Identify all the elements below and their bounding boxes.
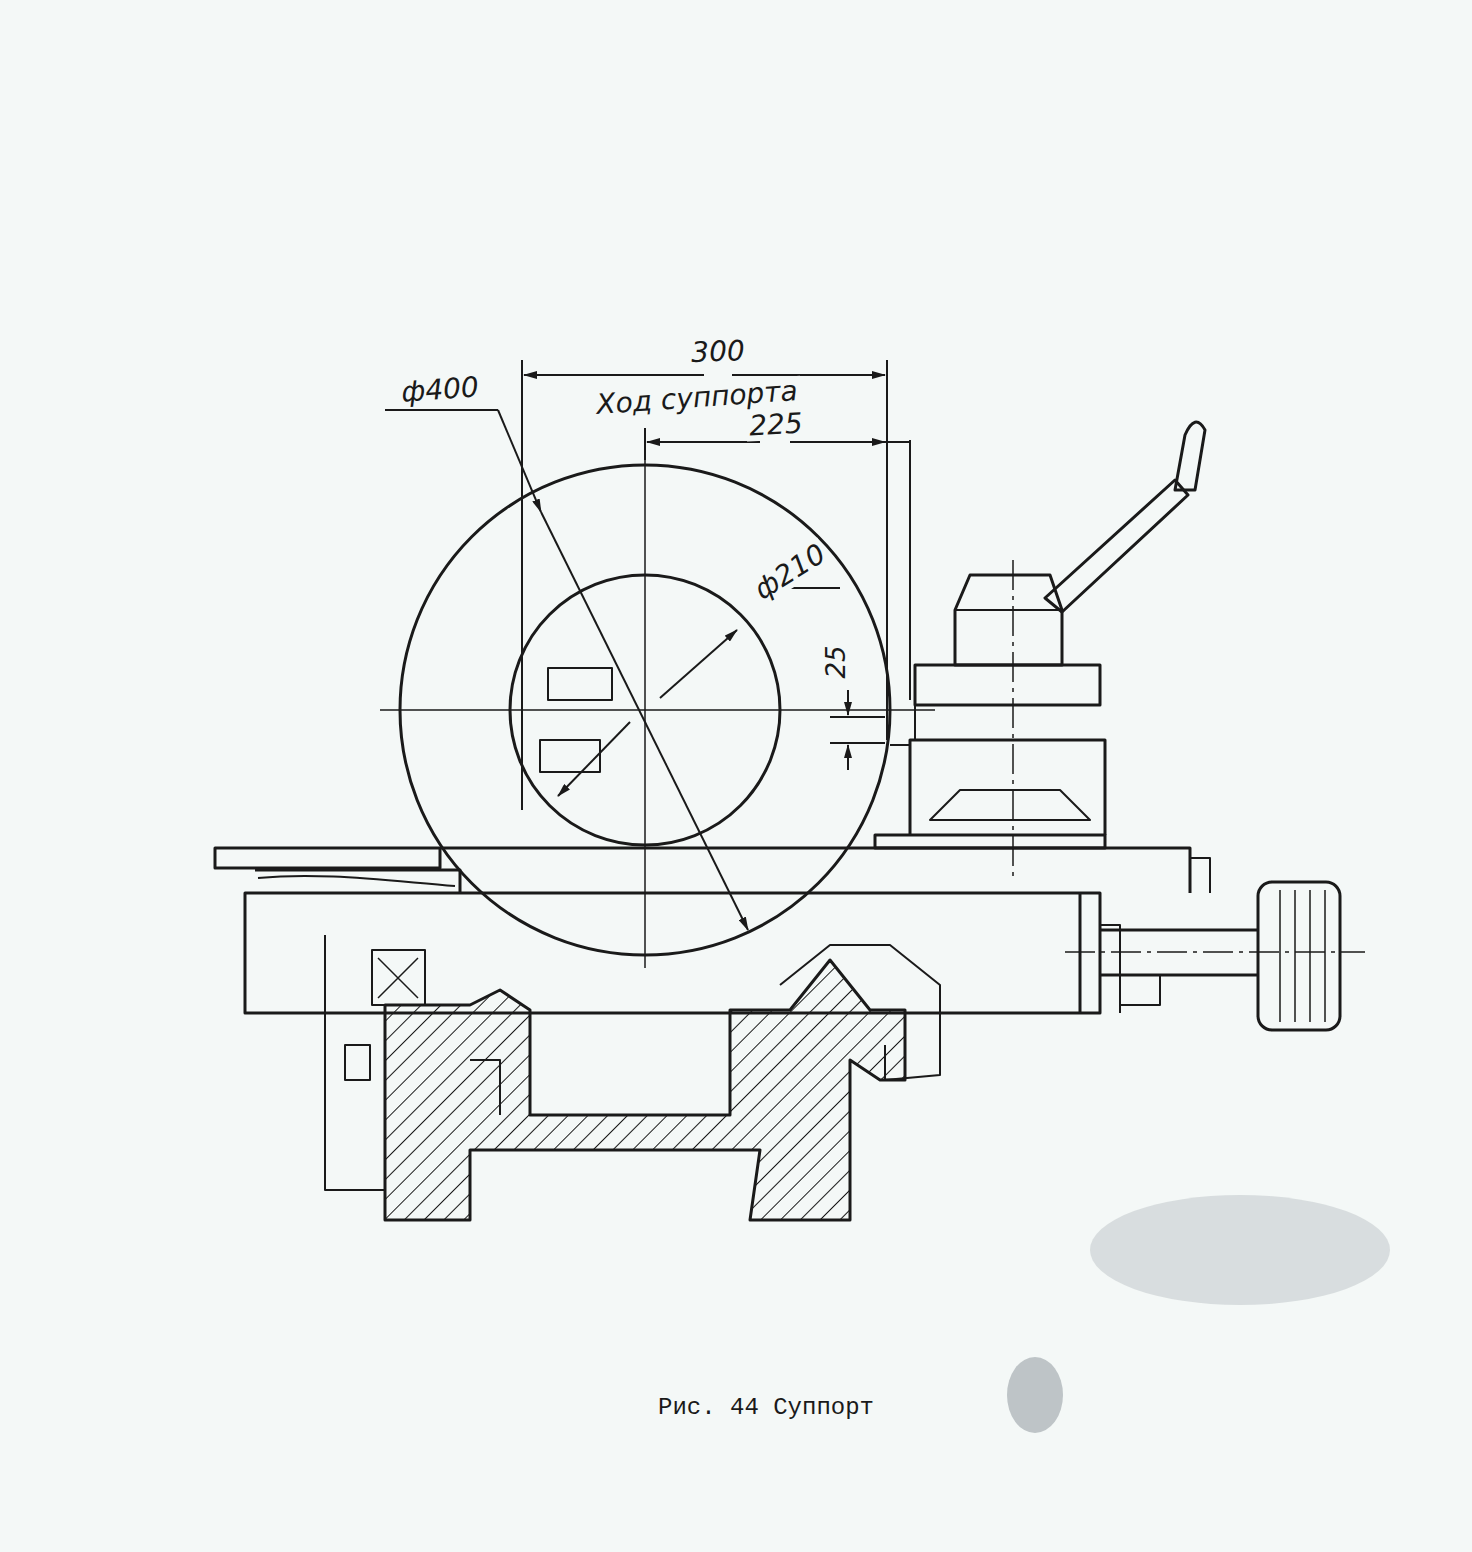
figure-caption: Рис. 44 Суппорт (655, 1395, 877, 1421)
drawing-line (345, 1045, 370, 1080)
drawing-line (780, 945, 940, 1080)
drawing-line (830, 716, 885, 718)
drawing-line (647, 441, 760, 443)
drawing-line (875, 835, 1105, 848)
drawing-line (558, 722, 630, 796)
drawing-line (885, 441, 910, 443)
drawing-line (470, 1060, 500, 1115)
drawing-line (930, 790, 1090, 820)
drawing-line (909, 440, 911, 700)
drawing-line (1258, 882, 1340, 1030)
drawing-line (372, 950, 425, 1005)
drawing-line (732, 374, 885, 376)
drawing-line (847, 690, 849, 715)
dimension-lines (385, 360, 910, 930)
drawing-line (1079, 893, 1082, 1013)
clamp-handle (1045, 422, 1205, 612)
drawing-line (378, 958, 418, 998)
drawing-line (955, 575, 1062, 665)
drawing-line (540, 668, 612, 772)
drawing-line (258, 876, 455, 886)
lathe-bed (325, 935, 940, 1220)
carriage-body (215, 848, 1210, 1013)
drawing-line (524, 374, 704, 376)
swing-circles (380, 440, 935, 968)
drawing-line (1100, 925, 1120, 1013)
drawing-line (955, 609, 1062, 611)
drawing-line (830, 742, 885, 744)
length-dimension: 300 (688, 336, 748, 368)
drawing-line (790, 441, 885, 443)
drawing-line (886, 360, 888, 740)
drawing-line (915, 665, 1100, 705)
handwheel (1065, 882, 1365, 1030)
drawing-line (1012, 560, 1014, 880)
drawing-line (521, 360, 523, 810)
diameter-dimension: ф400 (397, 372, 482, 408)
paper-stain (1007, 1195, 1390, 1433)
drawing-line (644, 428, 646, 460)
drawing-line (1090, 1195, 1390, 1305)
drawing-line (215, 848, 440, 868)
height-dimension: 25 (822, 642, 850, 681)
drawing-line (1280, 890, 1325, 1022)
drawing-line (847, 745, 849, 770)
drawing-line (910, 740, 1105, 835)
drawing-line (1007, 1357, 1063, 1433)
drawing-line (1045, 480, 1188, 612)
drawing-line (1120, 975, 1160, 1005)
drawing-line (325, 935, 385, 1190)
drawing-line (380, 709, 935, 711)
drawing-line (1190, 858, 1210, 893)
drawing-line (385, 409, 498, 411)
drawing-line (660, 630, 737, 698)
drawing-line (644, 440, 646, 968)
drawing-line (890, 744, 910, 746)
diameter-dimension: ф210 (747, 537, 834, 607)
drawing-line (541, 512, 748, 930)
drawing-line (385, 960, 905, 1220)
drawing-line (1175, 422, 1205, 490)
drawing-line (498, 410, 541, 512)
drawing-line (255, 870, 460, 893)
length-dimension: 225 (746, 408, 807, 441)
drawing-line (1065, 951, 1365, 953)
